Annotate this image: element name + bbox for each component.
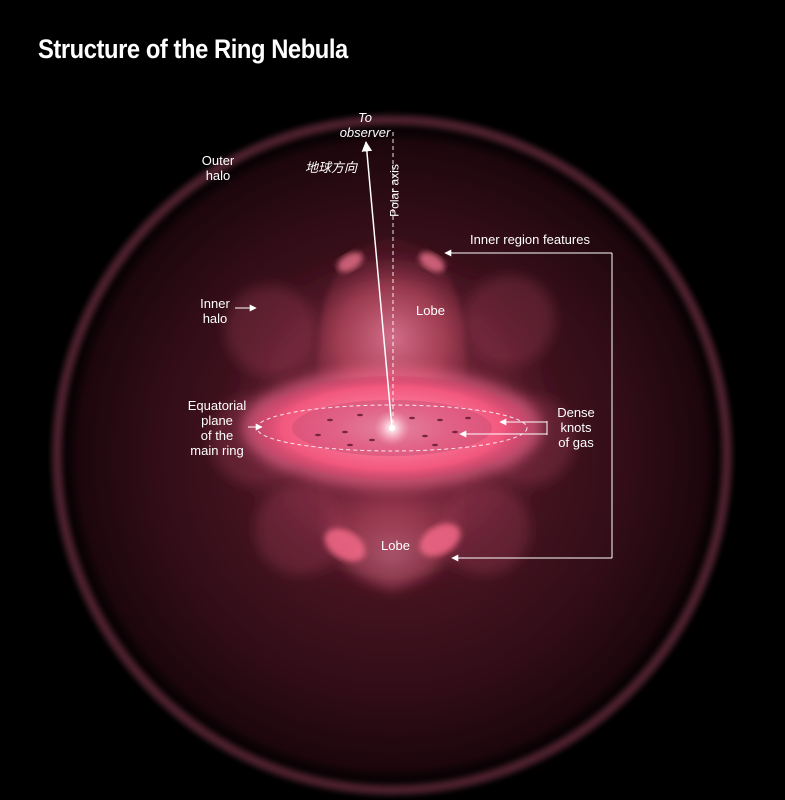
equatorial-plane-label: Equatorial plane of the main ring [187,398,247,458]
dense-knots [315,413,471,447]
outer-halo-rim [52,115,732,795]
to-observer-label: To observer [339,110,391,140]
inner-region-features-label: Inner region features [470,232,590,247]
upper-lobe-highlight-left [337,252,363,272]
page-title: Structure of the Ring Nebula [38,34,348,64]
outer-halo-label: Outer halo [201,153,235,183]
lower-lobe-highlight-right [419,523,461,557]
lower-lobe-highlight-left [324,528,366,562]
dense-knots-label: Dense knots of gas [557,405,595,450]
to-observer-arrow [361,140,393,429]
earth-direction-label: 地球方向 [305,160,358,175]
polar-axis-label: Polar axis [387,164,402,217]
lobe-top-label: Lobe [416,303,445,318]
lobe-bottom-label: Lobe [381,538,410,553]
inner-halo-label: Inner halo [200,296,230,326]
upper-lobe-highlight-right [419,252,445,272]
upper-lobe [318,238,466,380]
